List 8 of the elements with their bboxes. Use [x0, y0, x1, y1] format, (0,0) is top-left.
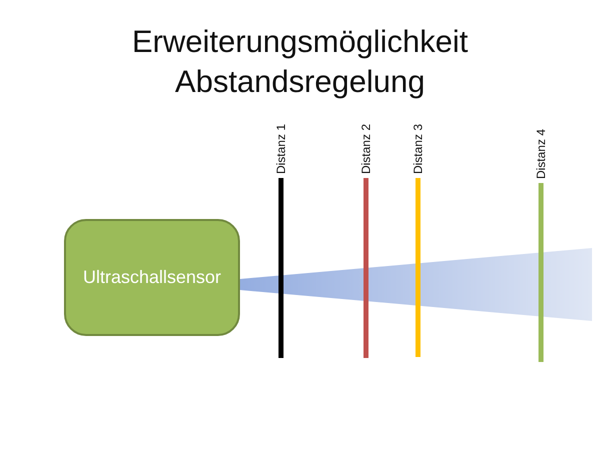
diagram-title: Erweiterungsmöglichkeit Abstandsregelung — [131, 23, 469, 101]
distance-label: Distanz 4 — [534, 129, 548, 180]
distance-label: Distanz 3 — [411, 124, 425, 174]
sensor-label: Ultraschallsensor — [82, 267, 222, 288]
sensor-block — [64, 219, 240, 336]
distance-label: Distanz 2 — [359, 124, 373, 174]
ultrasound-beam — [240, 248, 592, 321]
distance-label: Distanz 1 — [274, 124, 288, 174]
